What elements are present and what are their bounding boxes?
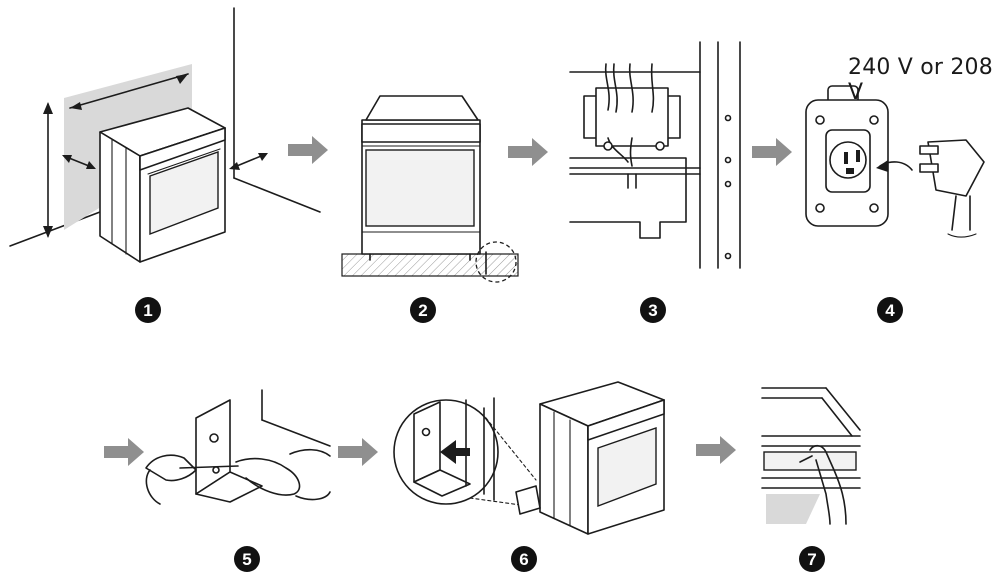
- flow-arrows: [104, 136, 792, 466]
- step-badge-6: 6: [511, 546, 537, 572]
- step-4-illustration: [805, 85, 985, 238]
- flow-arrow-6-7: [696, 436, 736, 464]
- step-badge-5: 5: [234, 546, 260, 572]
- flow-arrow-3-4: [752, 138, 792, 166]
- step-badge-3: 3: [640, 297, 666, 323]
- flow-arrow-4-5: [104, 438, 144, 466]
- step-7-illustration: [761, 387, 861, 525]
- step-badge-2: 2: [410, 297, 436, 323]
- step-3-illustration: [569, 41, 741, 269]
- step-6-illustration: [393, 381, 665, 535]
- step-badge-7: 7: [799, 546, 825, 572]
- step-1-illustration: [9, 7, 321, 263]
- step-badge-1: 1: [135, 297, 161, 323]
- step-2-illustration: [341, 95, 519, 283]
- flow-arrow-2-3: [508, 138, 548, 166]
- step-badge-4: 4: [877, 297, 903, 323]
- step-5-illustration: [145, 389, 331, 505]
- voltage-label: 240 V or 208 V: [848, 55, 993, 105]
- flow-arrow-5-6: [338, 438, 378, 466]
- flow-arrow-1-2: [288, 136, 328, 164]
